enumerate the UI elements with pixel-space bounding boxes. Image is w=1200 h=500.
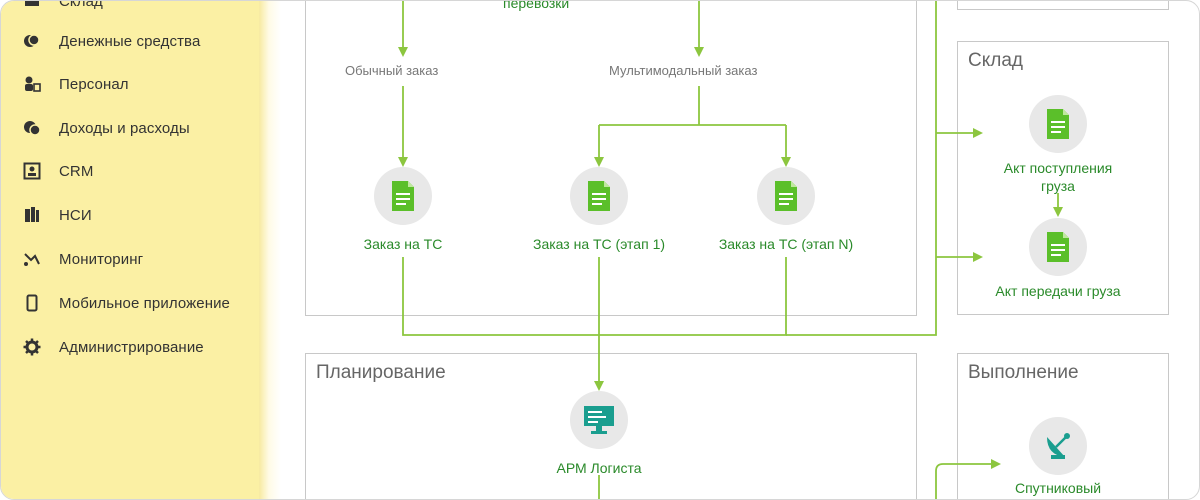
node-vehicle-order-stageN: Заказ на ТС (этап N) [686,167,886,253]
sidebar-item-income-expenses[interactable]: Доходы и расходы [23,116,190,140]
panel-title: Выполнение [968,362,1079,383]
sidebar: Склад Денежные средства Персонал Доходы … [1,0,260,499]
vehicle-order-stageN-button[interactable] [757,167,815,225]
sidebar-item-administration[interactable]: Администрирование [23,335,204,359]
panel-title: Склад [968,50,1023,71]
workstation-monitor-icon [584,406,614,434]
sidebar-edge [259,1,281,499]
connector-lines [398,1,1063,499]
process-diagram: Склад Планирование Выполнение [281,0,1199,499]
warehouse-icon [23,1,41,10]
node-logist-workstation: АРМ Логиста [499,391,699,477]
satellite-monitoring-link[interactable]: Спутниковый мониторинг [1014,480,1102,499]
document-icon [1047,232,1069,262]
node-vehicle-order: Заказ на ТС [303,167,503,253]
sidebar-item-label: CRM [59,162,94,180]
panel-title: Планирование [316,362,446,383]
income-expenses-icon [23,119,41,137]
sidebar-item-label: Мобильное приложение [59,294,230,312]
logist-workstation-button[interactable] [570,391,628,449]
top-partial-label: перевозки [503,0,570,11]
vehicle-order-stage1-link[interactable]: Заказ на ТС (этап 1) [532,236,666,252]
node-transfer-act: Акт передачи груза [958,218,1158,300]
arrow-to-satellite-monitoring [935,459,1001,499]
document-icon [588,181,610,211]
receipt-act-button[interactable] [1029,95,1087,153]
satellite-monitoring-button[interactable] [1029,417,1087,475]
sidebar-item-mobile-app[interactable]: Мобильное приложение [23,291,230,315]
sidebar-item-cash[interactable]: Денежные средства [23,29,200,53]
node-receipt-act: Акт поступления груза [958,95,1158,195]
document-icon [1047,109,1069,139]
crm-icon [23,162,41,180]
logist-workstation-link[interactable]: АРМ Логиста [556,460,642,476]
document-icon [775,181,797,211]
regular-order-label: Обычный заказ [345,63,439,78]
vehicle-order-link[interactable]: Заказ на ТС [363,236,443,252]
receipt-act-link[interactable]: Акт поступления груза [1003,160,1113,194]
personnel-icon [23,75,41,93]
satellite-dish-icon [1047,433,1070,459]
sidebar-item-reference-data[interactable]: НСИ [23,203,92,227]
sidebar-item-label: Доходы и расходы [59,119,190,137]
sidebar-item-label: Администрирование [59,338,204,356]
transfer-act-link[interactable]: Акт передачи груза [995,283,1121,299]
sidebar-item-label: Персонал [59,75,129,93]
sidebar-item-label: Денежные средства [59,32,201,50]
sidebar-item-monitoring[interactable]: Мониторинг [23,247,143,271]
node-vehicle-order-stage1: Заказ на ТС (этап 1) [499,167,699,253]
gear-icon [23,338,41,356]
vehicle-order-button[interactable] [374,167,432,225]
transfer-act-button[interactable] [1029,218,1087,276]
sidebar-item-label: Мониторинг [59,250,144,268]
vehicle-order-stage1-button[interactable] [570,167,628,225]
top-right-panel [957,1,1169,10]
sidebar-item-warehouse[interactable]: Склад [23,0,103,13]
sidebar-item-label: НСИ [59,206,92,224]
monitoring-icon [23,250,41,268]
sidebar-item-crm[interactable]: CRM [23,159,93,183]
mobile-phone-icon [23,294,41,312]
reference-data-icon [23,206,41,224]
document-icon [392,181,414,211]
multimodal-order-label: Мультимодальный заказ [609,63,758,78]
sidebar-item-personnel[interactable]: Персонал [23,72,129,96]
vehicle-order-stageN-link[interactable]: Заказ на ТС (этап N) [718,236,854,252]
node-satellite-monitoring: Спутниковый мониторинг [958,417,1158,499]
coins-icon [23,32,41,50]
sidebar-item-label: Склад [59,0,103,10]
